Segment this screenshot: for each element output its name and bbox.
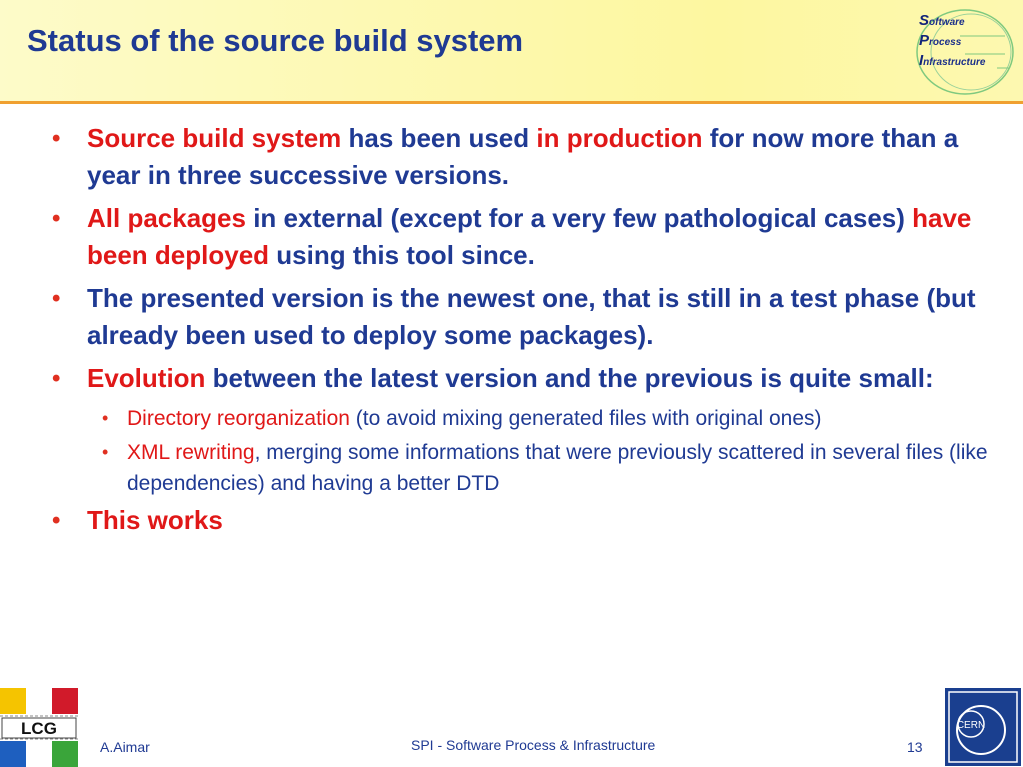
spi-logo: Software Process Infrastructure: [905, 6, 1017, 98]
bullet-text-segment: in production: [536, 123, 703, 153]
sub-bullet-item: • Directory reorganization (to avoid mixi…: [50, 403, 990, 434]
lcg-logo: LCG: [0, 688, 78, 767]
footer-title: SPI - Software Process & Infrastructure: [411, 737, 656, 753]
bullet-marker-icon: •: [52, 205, 61, 232]
spi-logo-swoosh-icon: [916, 9, 1014, 95]
footer-author: A.Aimar: [100, 739, 150, 755]
bullet-item: • This works: [50, 502, 990, 539]
cern-logo: CERN: [945, 688, 1021, 766]
bullet-marker-icon: •: [52, 125, 61, 152]
bullet-text-segment: XML rewriting: [127, 441, 255, 464]
bullet-text-segment: The presented version is the newest one,…: [87, 283, 976, 350]
bullet-text-segment: using this tool since.: [269, 240, 535, 270]
bullet-item: • Source build system has been used in pr…: [50, 120, 990, 194]
bullet-marker-icon: •: [52, 285, 61, 312]
svg-text:LCG: LCG: [21, 719, 57, 738]
page-title: Status of the source build system: [27, 23, 524, 58]
bullet-text-segment: Directory reorganization: [127, 407, 350, 430]
bullet-marker-icon: •: [102, 408, 109, 428]
bullet-text-segment: (to avoid mixing generated files with or…: [349, 407, 822, 430]
bullet-item: • All packages in external (except for a …: [50, 200, 990, 274]
sub-bullet-item: • XML rewriting, merging some information…: [50, 437, 990, 499]
bullet-text-segment: Source build system: [87, 123, 342, 153]
bullet-text-segment: This works: [87, 505, 223, 535]
bullet-text-segment: , merging some informations that were pr…: [127, 441, 988, 495]
svg-text:CERN: CERN: [957, 720, 985, 731]
bullet-list: • Source build system has been used in pr…: [50, 120, 990, 545]
bullet-item: • The presented version is the newest one…: [50, 280, 990, 354]
spi-logo-line-2: Process: [919, 32, 962, 49]
bullet-text-segment: have been deployed: [87, 203, 972, 270]
bullet-text-segment: between the latest version and the previ…: [205, 363, 934, 393]
bullet-marker-icon: •: [52, 507, 61, 534]
spi-logo-line-3: Infrastructure: [919, 52, 986, 69]
bullet-item: • Evolution between the latest version an…: [50, 360, 990, 397]
page-number: 13: [907, 739, 923, 755]
bullet-marker-icon: •: [52, 365, 61, 392]
spi-logo-line-1: Software: [919, 12, 965, 29]
bullet-marker-icon: •: [102, 442, 109, 462]
title-bar: Status of the source build system Softwa…: [0, 0, 1023, 104]
bullet-text-segment: in external (except for a very few patho…: [245, 203, 913, 233]
bullet-text-segment: All packages: [87, 203, 246, 233]
bullet-text-segment: has been used: [341, 123, 537, 153]
bullet-text-segment: for now more than a year in three succes…: [87, 123, 959, 190]
bullet-text-segment: Evolution: [87, 363, 206, 393]
